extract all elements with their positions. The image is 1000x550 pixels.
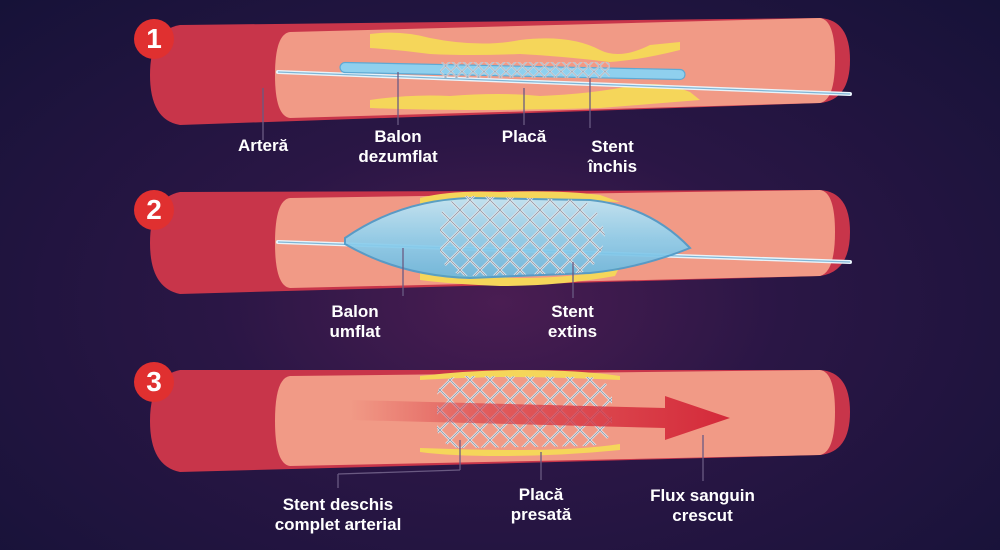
leader-lines (262, 72, 704, 488)
artery-step-3 (150, 370, 850, 472)
plaque-bottom (420, 266, 620, 286)
label-closed-stent: Stent închis (587, 137, 638, 176)
plaque-top (370, 32, 680, 62)
step-badge-1: 1 (134, 19, 174, 59)
label-artery: Arteră (237, 136, 289, 155)
label-pressed-plaque: Placă presată (510, 485, 572, 524)
plaque-top (420, 191, 620, 204)
plaque-bottom (370, 84, 700, 110)
step-badge-2: 2 (134, 190, 174, 230)
blood-flow-arrow (350, 396, 730, 440)
expanded-stent (440, 196, 605, 276)
artery-step-1 (150, 18, 852, 125)
label-deflated-balloon: Balon dezumflat (358, 127, 438, 166)
closed-stent (440, 62, 610, 78)
label-inflated-balloon: Balon umflat (329, 302, 381, 341)
step-badge-3: 3 (134, 362, 174, 402)
label-plaque: Placă (501, 127, 547, 146)
plaque-bottom (420, 444, 620, 456)
label-open-stent: Stent deschis complet arterial (274, 495, 402, 534)
label-blood-flow: Flux sanguin crescut (650, 486, 755, 525)
label-expanded-stent: Stent extins (547, 302, 598, 341)
artery-step-2 (150, 190, 852, 294)
